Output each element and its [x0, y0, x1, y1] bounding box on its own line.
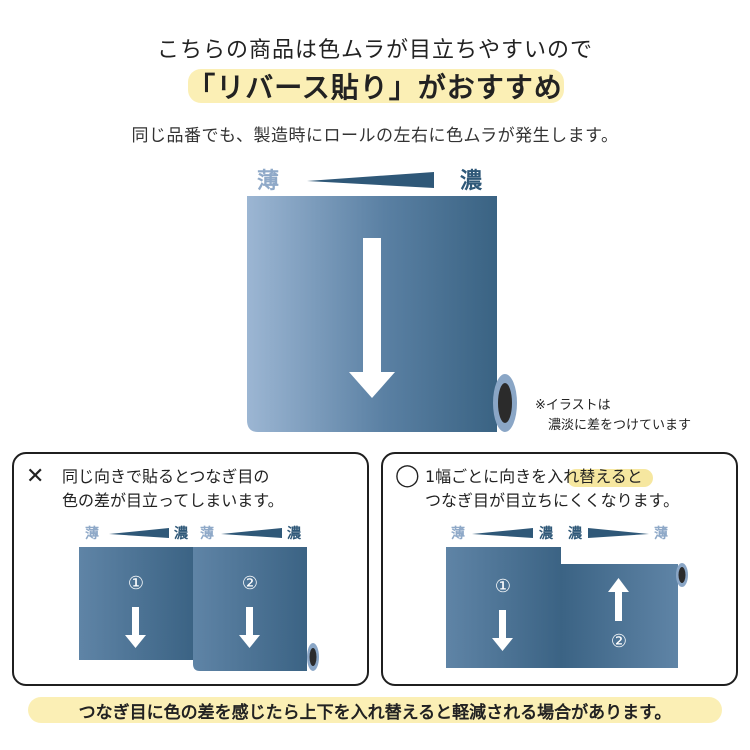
right-roll2-label-light: 薄: [654, 525, 668, 542]
note-line1: ※イラストは: [535, 398, 611, 413]
right-panel-line1-highlight: 入れ替える: [547, 467, 627, 486]
left-roll1-label-light: 薄: [85, 525, 99, 542]
right-roll2-wedge-icon: [588, 528, 649, 538]
left-rolls-illustration: 薄 濃 薄 濃 ① ②: [79, 525, 319, 671]
left-roll1-label-dark: 濃: [174, 525, 189, 542]
left-roll2-down-arrow-icon: [239, 607, 260, 648]
left-roll1-number: ①: [128, 573, 144, 594]
heading-line2: 「リバース貼り」がおすすめ: [187, 71, 563, 104]
left-roll2-label-light: 薄: [200, 525, 214, 542]
circle-icon: ◯: [395, 463, 420, 488]
right-panel-highlight: [567, 469, 653, 487]
left-roll2-wedge-icon: [221, 528, 282, 538]
right-roll2-label-dark: 濃: [568, 525, 583, 542]
right-roll2-up-arrow-icon: [608, 578, 629, 621]
footer-highlight: [28, 697, 722, 723]
right-roll1-sheet: [446, 547, 561, 668]
left-roll2-label-dark: 濃: [287, 525, 302, 542]
panel-reverse-direction: ◯ 1幅ごとに向きを入れ替えると つなぎ目が目立ちにくくなります。 薄 濃 濃 …: [381, 452, 738, 686]
main-label-light: 薄: [257, 169, 279, 194]
main-label-dark: 濃: [460, 169, 483, 194]
right-roll1-label-dark: 濃: [539, 525, 554, 542]
main-roll-illustration: 薄 濃: [247, 169, 517, 432]
right-panel-line2: つなぎ目が目立ちにくくなります。: [425, 491, 680, 510]
left-roll1-wedge-icon: [109, 528, 169, 538]
right-roll1-wedge-icon: [472, 528, 533, 538]
right-roll1-down-arrow-icon: [492, 610, 513, 651]
panel-same-direction: ✕ 同じ向きで貼るとつなぎ目の 色の差が目立ってしまいます。 薄 濃 薄 濃 ①…: [12, 452, 369, 686]
right-panel-line1-suffix: と: [626, 467, 643, 486]
right-panel-line1-prefix: 1幅ごとに向きを: [425, 467, 548, 486]
note-line2: 濃淡に差をつけています: [548, 418, 692, 433]
down-arrow-icon: [349, 238, 395, 398]
footer-caption: つなぎ目に色の差を感じたら上下を入れ替えると軽減される場合があります。: [78, 703, 672, 723]
right-rolls-illustration: 薄 濃 濃 薄 ① ②: [446, 525, 688, 668]
gradient-wedge-icon: [307, 172, 434, 188]
right-roll1-label-light: 薄: [451, 525, 465, 542]
left-roll1-down-arrow-icon: [125, 607, 146, 648]
left-panel-line2: 色の差が目立ってしまいます。: [62, 491, 284, 510]
subtitle: 同じ品番でも、製造時にロールの左右に色ムラが発生します。: [131, 126, 619, 146]
left-roll2-number: ②: [242, 573, 258, 594]
left-panel-line1: 同じ向きで貼るとつなぎ目の: [62, 467, 270, 486]
right-roll2-number: ②: [611, 631, 627, 652]
heading-line1: こちらの商品は色ムラが目立ちやすいので: [157, 38, 593, 63]
cross-icon: ✕: [26, 464, 45, 489]
right-roll1-number: ①: [495, 576, 511, 597]
heading-highlight: [188, 69, 564, 103]
